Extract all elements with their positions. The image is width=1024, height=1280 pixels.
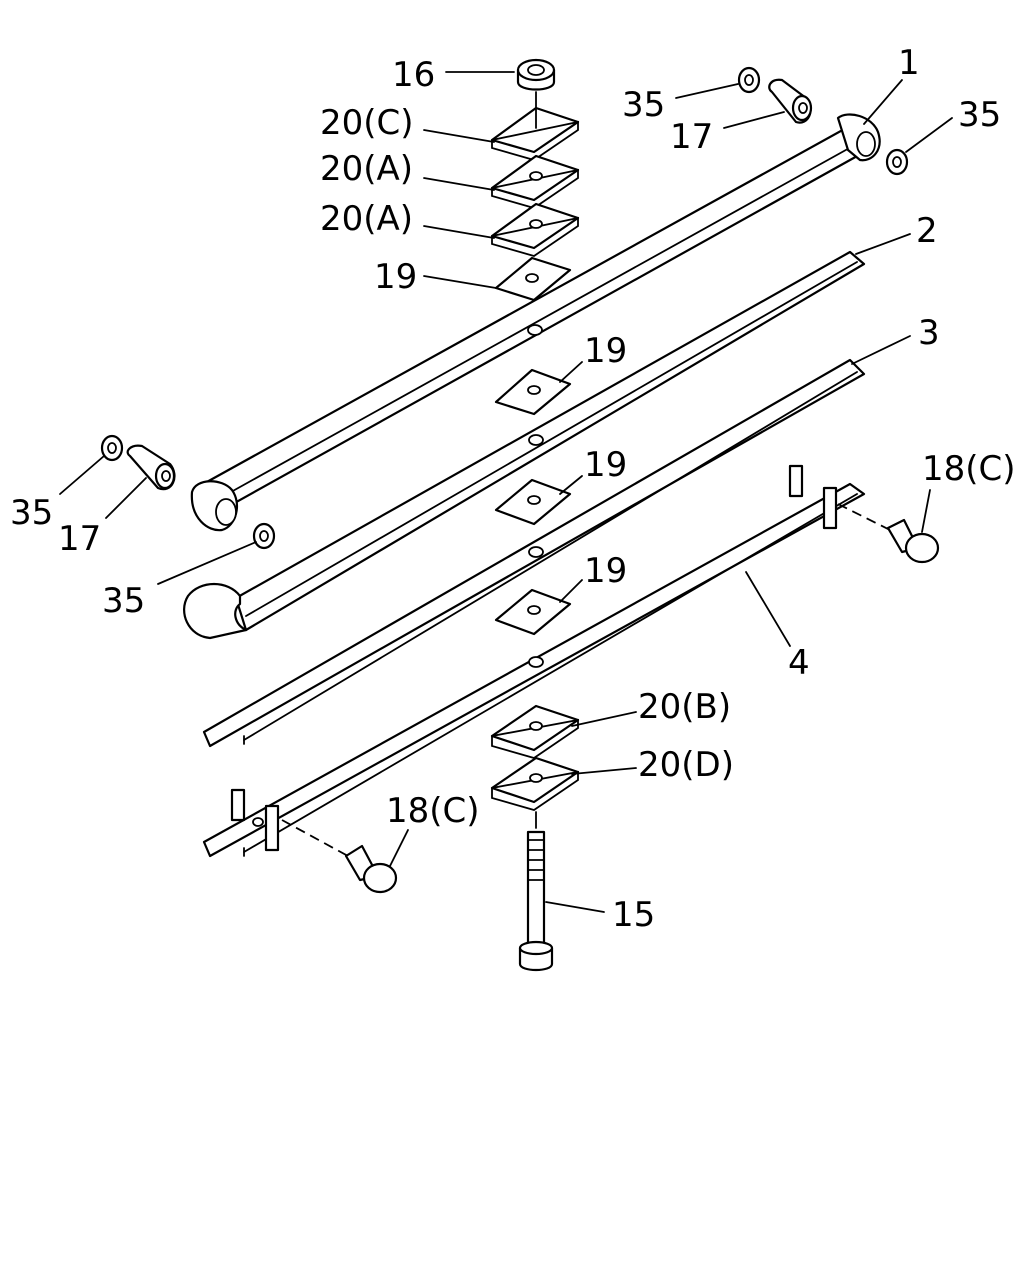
callout-1: 1: [898, 43, 920, 83]
top-plates-20: [490, 91, 580, 257]
callout-20d: 20(D): [638, 745, 734, 785]
washer-35-left: [100, 434, 124, 462]
leaf-2: [183, 250, 866, 640]
callout-19-top: 19: [374, 257, 417, 297]
washer-35-mid-left: [252, 522, 276, 550]
center-bolt-15: [518, 811, 554, 972]
bushing-17-top: [768, 78, 813, 124]
callout-20b: 20(B): [638, 687, 731, 727]
callout-19-c: 19: [584, 551, 627, 591]
callout-18c-right: 18(C): [922, 449, 1016, 489]
bolt-18c-left: [281, 819, 398, 894]
callout-18c-left: 18(C): [386, 791, 480, 831]
callout-labels: 16 20(C) 20(A) 20(A) 19 35 17 1 35 2 3 1…: [10, 43, 1016, 935]
callout-15: 15: [612, 895, 655, 935]
callout-4: 4: [788, 643, 810, 683]
bottom-plates-20: [490, 704, 580, 811]
washer-35-top-right: [885, 148, 909, 176]
callout-35-top-mid: 35: [622, 85, 665, 125]
leaf-1: [190, 113, 881, 532]
callout-19-a: 19: [584, 331, 627, 371]
callout-20c-top: 20(C): [320, 103, 414, 143]
callout-35-left: 35: [10, 493, 53, 533]
leader-lines: [59, 71, 953, 913]
callout-35-mid-left: 35: [102, 581, 145, 621]
callout-16: 16: [392, 55, 435, 95]
callout-17-top: 17: [670, 117, 713, 157]
bushing-17-left: [126, 444, 176, 491]
callout-17-left: 17: [58, 519, 101, 559]
washer-35-top-mid: [737, 66, 761, 94]
callout-19-b: 19: [584, 445, 627, 485]
callout-2: 2: [916, 211, 938, 251]
callout-35-top-right: 35: [958, 95, 1001, 135]
leaf-4: [202, 464, 866, 858]
callout-3: 3: [918, 313, 940, 353]
nut-16: [516, 58, 556, 91]
shims-19: [494, 256, 572, 636]
callout-20a-2: 20(A): [320, 199, 413, 239]
callout-20a-1: 20(A): [320, 149, 413, 189]
bolt-18c-right: [837, 503, 940, 564]
leaf-3: [202, 358, 866, 748]
